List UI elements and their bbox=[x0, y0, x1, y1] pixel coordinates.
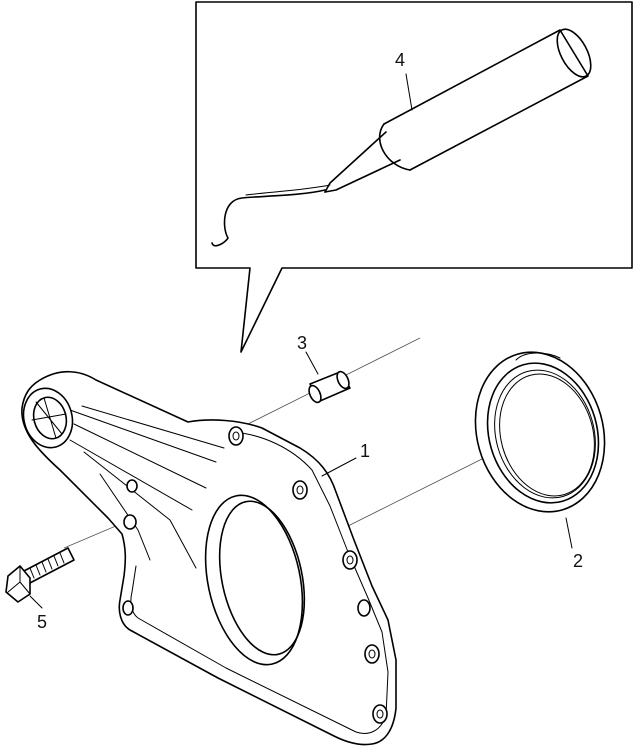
leader-lines bbox=[29, 73, 573, 609]
dowel-pin-drawing bbox=[308, 370, 351, 404]
callout-label-2: 2 bbox=[573, 551, 583, 571]
callout-label-3: 3 bbox=[297, 333, 307, 353]
bolt-drawing bbox=[5, 547, 75, 603]
callout-label-4: 4 bbox=[395, 50, 405, 70]
hook-tool-drawing bbox=[211, 28, 592, 247]
callout-label-5: 5 bbox=[37, 612, 47, 632]
oil-seal-drawing bbox=[474, 351, 606, 513]
rear-cover-drawing bbox=[21, 370, 397, 746]
callout-label-1: 1 bbox=[360, 441, 370, 461]
detail-callout-box bbox=[195, 1, 633, 353]
